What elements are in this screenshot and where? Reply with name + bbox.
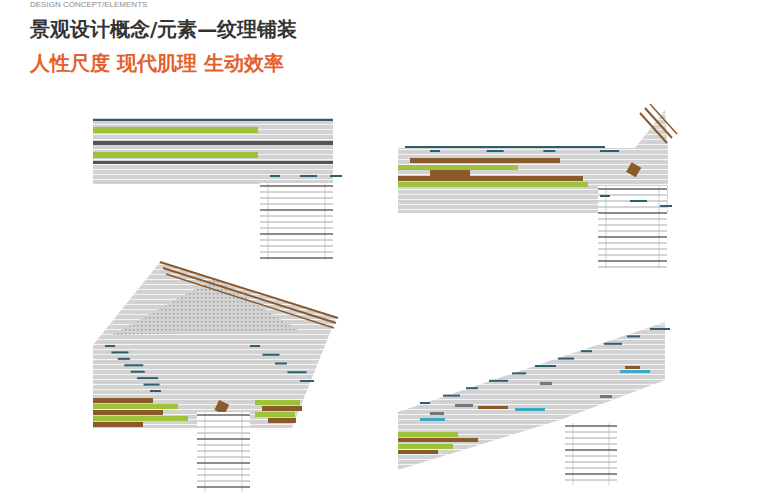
paving-dash (535, 365, 556, 367)
section-kicker: DESIGN CONCEPT/ELEMENTS (30, 0, 147, 9)
paving-dash (660, 205, 672, 207)
paving-dash (300, 175, 317, 177)
paving-dash (263, 354, 280, 356)
paving-dash (111, 351, 128, 353)
paving-dash (131, 371, 145, 373)
paving-dash (124, 364, 143, 366)
paving-dash (581, 350, 592, 352)
paving-dash (630, 200, 647, 202)
paving-dash (430, 150, 440, 152)
paving-dash (604, 343, 622, 345)
paving-dash (558, 358, 574, 360)
slide-title: 景观设计概念/元素—纹理铺装 (30, 16, 297, 43)
paving-dash (105, 345, 115, 347)
paving-dash (250, 345, 260, 347)
paving-dash (420, 402, 430, 404)
paving-dash (275, 363, 287, 365)
paving-dash (118, 358, 130, 360)
paving-dash (543, 150, 555, 152)
paving-dash (137, 377, 158, 379)
paving-dash (144, 384, 160, 386)
paving-dash (512, 372, 526, 374)
paving-dash (330, 175, 342, 177)
paving-dash (487, 150, 504, 152)
plan-panel-1 (93, 118, 333, 184)
slide-subtitle: 人性尺度 现代肌理 生动效率 (30, 50, 284, 77)
stair-block (598, 186, 667, 268)
paving-dash (150, 390, 161, 392)
stair-block (565, 423, 617, 485)
paving-dash (288, 371, 307, 373)
paving-dash (600, 150, 619, 152)
paving-dash (627, 335, 640, 337)
plan-panel-4 (398, 322, 665, 470)
stair-block (197, 412, 250, 492)
plan-panel-3 (93, 262, 338, 428)
paving-dash (466, 387, 478, 389)
paving-dash (650, 328, 670, 330)
paving-dash (489, 380, 508, 382)
paving-dash (443, 395, 460, 397)
paving-dash (300, 380, 314, 382)
paving-dash (270, 175, 280, 177)
paving-dash (600, 195, 610, 197)
stair-block (260, 183, 333, 260)
